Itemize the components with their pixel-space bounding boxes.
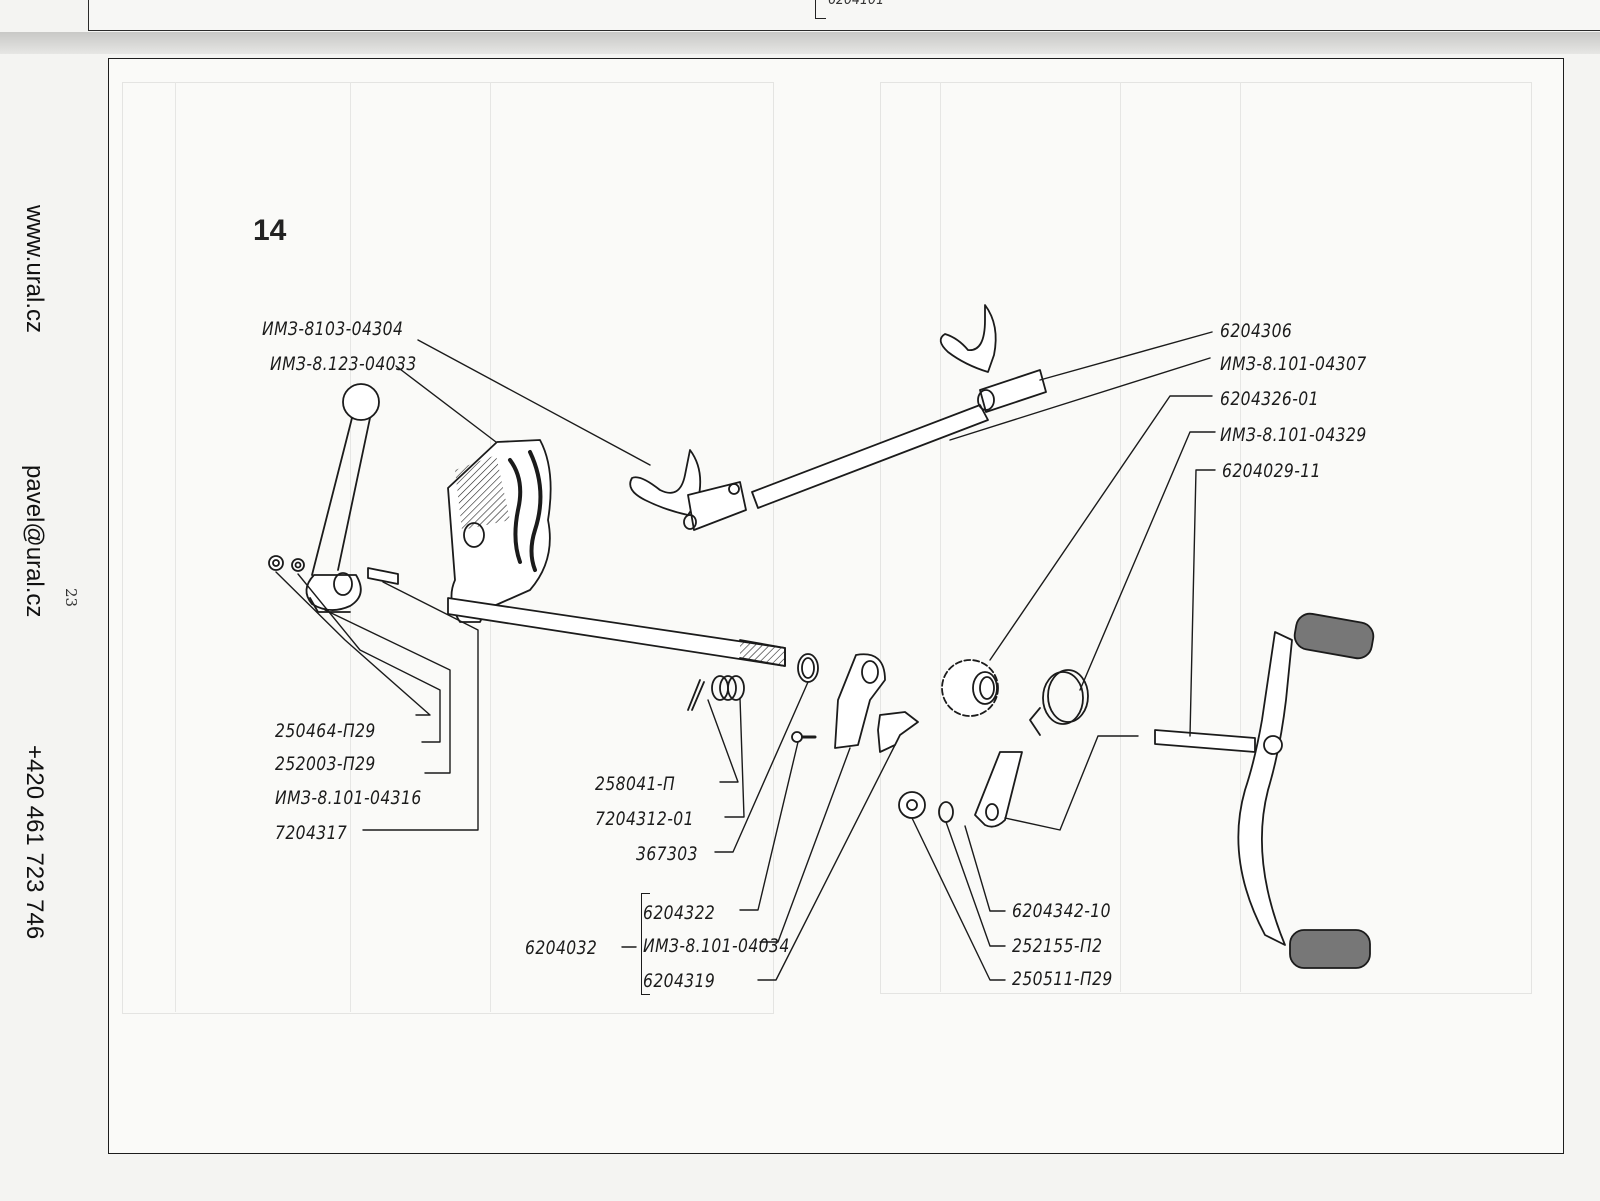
selector-plate <box>447 439 552 623</box>
label-return-spring: ИМЗ-8.101-04329 <box>1220 424 1367 446</box>
label-crank-arm: 6204342-10 <box>1012 900 1111 922</box>
shift-fork-right <box>939 304 1047 413</box>
cotter-pin <box>687 679 705 711</box>
crank-arm <box>974 751 1023 828</box>
return-spring <box>1029 669 1089 736</box>
assembly-bracket <box>641 893 650 995</box>
nut-right <box>898 791 926 819</box>
washer-left <box>291 558 305 572</box>
shift-fork-left <box>629 449 747 531</box>
label-washer-right: 252155-П2 <box>1012 935 1103 957</box>
label-cotter-pin: 258041-П <box>595 773 676 795</box>
label-ring: 367303 <box>636 843 698 865</box>
label-nut-left: 250464-П29 <box>275 720 376 742</box>
previous-page-code: 6204101 <box>828 0 885 8</box>
label-pedal-shaft: 6204029-11 <box>1222 460 1321 482</box>
label-hand-lever: ИМЗ-8.101-04316 <box>275 787 422 809</box>
ghost-col <box>940 82 941 992</box>
nut-left <box>268 555 284 571</box>
label-ratchet-gear: 6204326-01 <box>1220 388 1319 410</box>
washer-right <box>938 801 954 823</box>
fork-rod <box>751 404 989 509</box>
kick-pedal <box>1237 612 1375 969</box>
label-selector-plate: ИМЗ-8.123-04033 <box>270 353 417 375</box>
label-pawl: 6204319 <box>643 970 716 992</box>
figure-number: 14 <box>253 214 287 247</box>
pedal-shaft <box>1154 729 1256 753</box>
ratchet-gear <box>941 659 999 717</box>
ghost-table-left <box>122 82 774 1014</box>
small-spring <box>711 675 745 701</box>
previous-page-bracket <box>815 0 826 19</box>
label-shift-fork-left: ИМЗ-8103-04304 <box>262 318 404 340</box>
pawl-plate <box>834 653 886 749</box>
label-fork-rod: ИМЗ-8.101-04307 <box>1220 353 1367 375</box>
pawl <box>877 711 919 753</box>
label-lever-pin: 7204317 <box>275 822 348 844</box>
label-fork-right: 6204306 <box>1220 320 1293 342</box>
previous-page-edge <box>88 0 1600 31</box>
main-shaft <box>447 597 786 667</box>
ghost-col <box>350 82 351 1012</box>
ghost-table-right <box>880 82 1532 994</box>
ghost-col <box>1120 82 1121 992</box>
label-washer-left: 252003-П29 <box>275 753 376 775</box>
label-pawl-screw: 6204322 <box>643 902 716 924</box>
label-pawl-plate: ИМЗ-8.101-04034 <box>643 935 790 957</box>
ghost-col <box>1240 82 1241 992</box>
label-nut-right: 250511-П29 <box>1012 968 1113 990</box>
label-pawl-assembly: 6204032 <box>525 937 598 959</box>
label-small-spring: 7204312-01 <box>595 808 694 830</box>
page-fold-shadow <box>0 32 1600 54</box>
lever-pin <box>367 567 399 585</box>
ghost-col <box>175 82 176 1012</box>
